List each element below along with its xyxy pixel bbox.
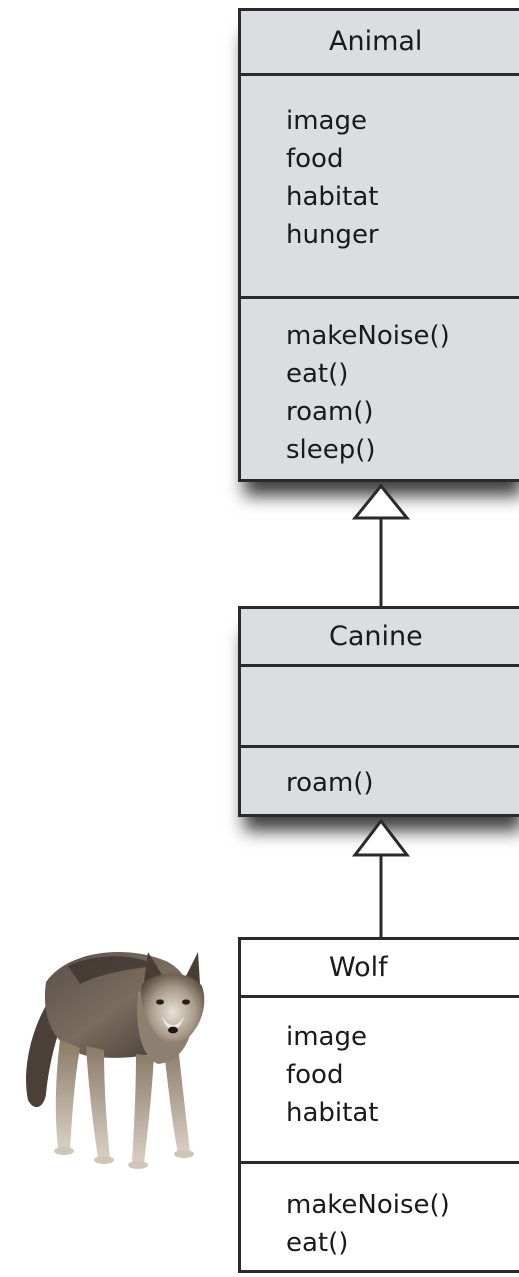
class-wolf-methods: makeNoise() eat() <box>241 1161 519 1262</box>
class-wolf: Wolf image food habitat makeNoise() eat(… <box>238 937 519 1273</box>
method-makenoise: makeNoise() <box>286 321 450 351</box>
class-wolf-name: Wolf <box>241 940 519 998</box>
method-eat: eat() <box>286 1228 349 1258</box>
attribute-food: food <box>286 144 344 174</box>
method-sleep: sleep() <box>286 435 376 465</box>
class-wolf-attributes: image food habitat <box>241 998 519 1161</box>
class-animal: Animal image food habitat hunger makeNoi… <box>238 8 519 482</box>
inheritance-arrow-wolf-to-canine <box>351 818 411 937</box>
class-canine: Canine roam() <box>238 606 519 817</box>
method-makenoise: makeNoise() <box>286 1190 450 1220</box>
attribute-image: image <box>286 1022 367 1052</box>
attribute-habitat: habitat <box>286 1098 379 1128</box>
wolf-illustration <box>26 951 205 1169</box>
inheritance-arrow-canine-to-animal <box>351 483 411 606</box>
attribute-food: food <box>286 1060 344 1090</box>
class-canine-attributes <box>241 667 519 745</box>
attribute-hunger: hunger <box>286 220 379 250</box>
class-animal-attributes: image food habitat hunger <box>241 76 519 296</box>
method-eat: eat() <box>286 359 349 389</box>
class-canine-methods: roam() <box>241 745 519 802</box>
method-roam: roam() <box>286 397 374 427</box>
method-roam: roam() <box>286 768 374 798</box>
class-animal-methods: makeNoise() eat() roam() sleep() <box>241 296 519 469</box>
attribute-habitat: habitat <box>286 182 379 212</box>
class-animal-name: Animal <box>241 11 519 76</box>
class-canine-name: Canine <box>241 609 519 667</box>
attribute-image: image <box>286 106 367 136</box>
